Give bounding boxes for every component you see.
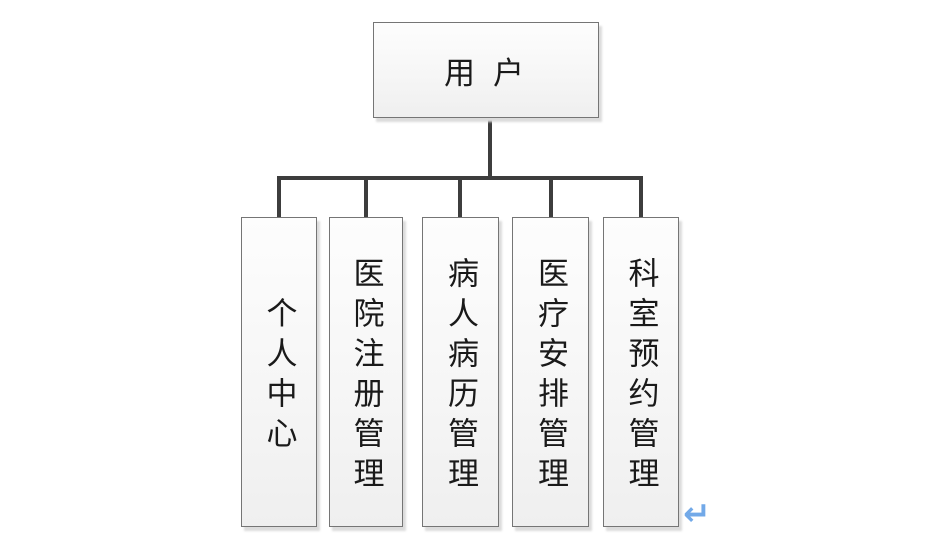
connector-drop-medical-schedule [549, 176, 553, 220]
node-hospital-registration: 医院注册管理 [329, 217, 403, 527]
node-department-appointment: 科室预约管理 [603, 217, 679, 527]
node-personal-center-label: 个人中心 [261, 296, 297, 457]
connector-drop-department-appointment [639, 176, 643, 220]
node-department-appointment-label: 科室预约管理 [623, 256, 659, 497]
connector-drop-personal-center [277, 176, 281, 220]
connector-root-stem [488, 117, 492, 180]
connector-drop-patient-records [458, 176, 462, 220]
node-patient-records-label: 病人病历管理 [443, 256, 478, 497]
node-medical-schedule: 医疗安排管理 [512, 217, 589, 527]
node-user: 用户 [373, 22, 599, 118]
line-break-mark-icon: ↵ [683, 494, 711, 533]
node-medical-schedule-label: 医疗安排管理 [533, 256, 568, 497]
node-user-label: 用户 [444, 55, 542, 91]
node-personal-center: 个人中心 [241, 217, 317, 527]
connector-drop-hospital-registration [364, 176, 368, 220]
node-patient-records: 病人病历管理 [422, 217, 499, 527]
node-hospital-registration-label: 医院注册管理 [348, 256, 384, 497]
